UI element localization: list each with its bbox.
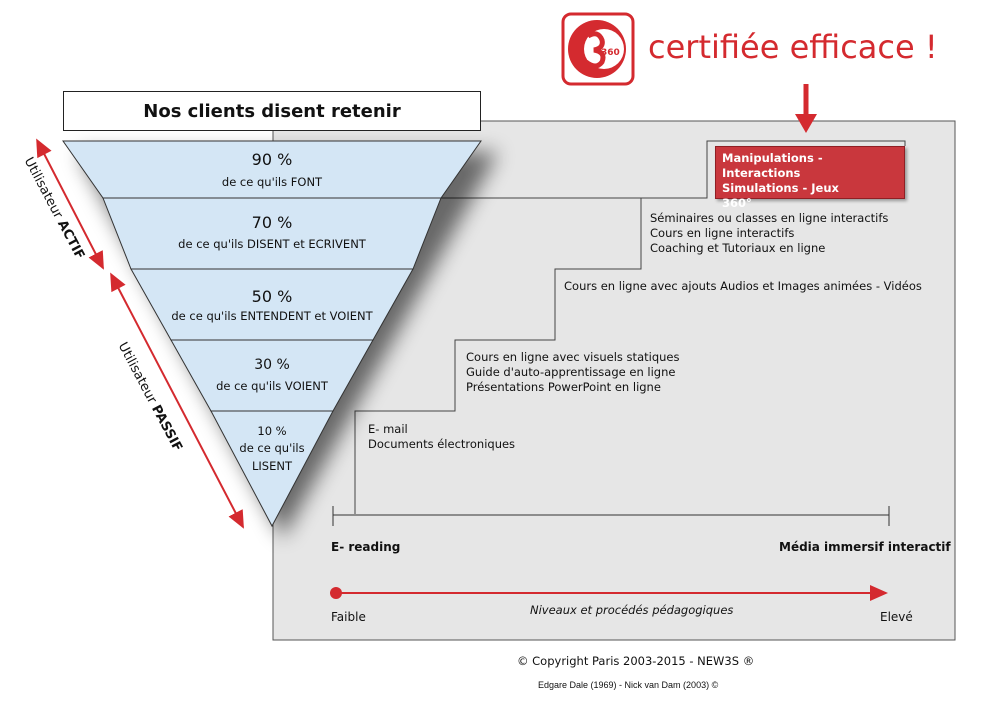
step-2-line-2: Cours en ligne interactifs (650, 226, 795, 240)
step-4-text: Cours en ligne avec visuels statiques Gu… (466, 350, 679, 395)
certified-text: certifiée efficace ! (648, 28, 938, 66)
step-3-line-1: Cours en ligne avec ajouts Audios et Ima… (564, 279, 922, 293)
pyramid-percent-2: 70 % (251, 213, 293, 232)
step-2-line-1: Séminaires ou classes en ligne interacti… (650, 211, 889, 225)
pyramid-percent-5: 10 % (257, 424, 287, 438)
down-arrow-head (795, 114, 817, 133)
level-start-dot (330, 587, 342, 599)
pyramid-percent-4: 30 % (254, 357, 290, 373)
step-5-line-2: Documents électroniques (368, 437, 516, 451)
pyramid-label-5b: LISENT (252, 459, 292, 473)
pyramid-label-2: de ce qu'ils DISENT et ECRIVENT (178, 237, 366, 251)
sources-text: Edgare Dale (1969) - Nick van Dam (2003)… (538, 680, 719, 690)
logo-label: 360 (601, 48, 620, 58)
step-2-text: Séminaires ou classes en ligne interacti… (650, 211, 888, 256)
scale-bar (332, 506, 890, 526)
step-5-line-1: E- mail (368, 422, 408, 436)
level-high-label: Elevé (880, 610, 913, 624)
pyramid-label-4: de ce qu'ils VOIENT (216, 379, 328, 393)
staircase-lines (354, 140, 906, 514)
step-3-text: Cours en ligne avec ajouts Audios et Ima… (564, 279, 922, 294)
pyramid-band-2 (102, 197, 442, 270)
top-step-box: Manipulations - Interactions Simulations… (715, 146, 905, 210)
pyramid-label-3: de ce qu'ils ENTENDENT et VOIENT (171, 309, 373, 323)
page-title: Nos clients disent retenir (63, 91, 481, 131)
pyramid-label-1: de ce qu'ils FONT (221, 175, 323, 189)
level-caption: Niveaux et procédés pédagogiques (530, 603, 734, 617)
top-step-line-3: 360° (722, 196, 752, 210)
actif-arrow (36, 138, 104, 270)
step-5-text: E- mail Documents électroniques (368, 422, 515, 452)
pyramid-percent-1: 90 % (251, 150, 293, 169)
top-step-line-2: Simulations - Jeux (722, 181, 839, 195)
step-4-line-1: Cours en ligne avec visuels statiques (466, 350, 680, 364)
logo-icon (561, 12, 635, 86)
scale-left-label: E- reading (331, 540, 401, 554)
passif-arrow (110, 272, 244, 529)
scale-right-label: Média immersif interactif (779, 540, 951, 554)
step-4-line-3: Présentations PowerPoint en ligne (466, 380, 661, 394)
top-step-line-1: Manipulations - Interactions (722, 151, 823, 180)
step-2-line-3: Coaching et Tutoriaux en ligne (650, 241, 826, 255)
copyright-text: © Copyright Paris 2003-2015 - NEW3S ® (517, 654, 755, 668)
step-4-line-2: Guide d'auto-apprentissage en ligne (466, 365, 676, 379)
pyramid-percent-3: 50 % (251, 287, 293, 306)
level-low-label: Faible (331, 610, 366, 624)
pyramid-label-5a: de ce qu'ils (239, 441, 305, 455)
